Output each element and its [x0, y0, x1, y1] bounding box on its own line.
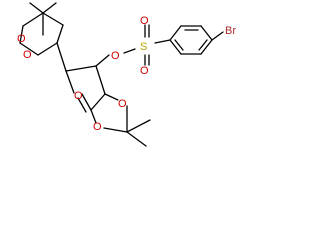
- bond: [198, 39, 208, 51]
- bond: [200, 39, 213, 55]
- bond: [65, 70, 75, 94]
- oxygen-label: O: [23, 49, 32, 61]
- bond: [104, 93, 119, 101]
- bond: [29, 2, 44, 14]
- bond: [95, 65, 106, 95]
- bond: [211, 31, 224, 41]
- sulfur-label: S: [140, 41, 147, 53]
- bond: [90, 93, 106, 111]
- oxygen-label: O: [118, 98, 127, 110]
- bond: [42, 12, 64, 26]
- bond: [22, 12, 44, 27]
- bond: [42, 2, 57, 14]
- bond: [19, 42, 39, 56]
- bonds: [19, 2, 224, 147]
- oxygen-label: O: [17, 33, 26, 45]
- bond: [56, 42, 67, 72]
- bond: [169, 39, 182, 55]
- oxygen-label: O: [140, 65, 149, 77]
- bond: [95, 54, 110, 67]
- bond: [169, 25, 182, 41]
- bond: [174, 39, 184, 51]
- bond: [126, 131, 147, 147]
- bond: [65, 65, 97, 72]
- bromine-label: Br: [225, 25, 236, 37]
- oxygen-label: O: [74, 90, 83, 102]
- atom-labels: O O O S O O Br O O O: [17, 15, 236, 133]
- oxygen-label: O: [93, 121, 102, 133]
- bond: [123, 48, 136, 54]
- bond: [154, 39, 171, 44]
- oxygen-label: O: [111, 50, 120, 62]
- bond: [81, 93, 92, 111]
- oxygen-label: O: [140, 15, 149, 27]
- bond: [56, 24, 64, 44]
- chemical-structure: O O O S O O Br O O O: [17, 2, 236, 147]
- bond: [200, 25, 213, 41]
- bond: [126, 119, 151, 133]
- bond: [90, 109, 97, 124]
- bond: [77, 97, 87, 113]
- bond: [37, 42, 58, 56]
- bond: [103, 127, 128, 133]
- bond: [19, 25, 24, 44]
